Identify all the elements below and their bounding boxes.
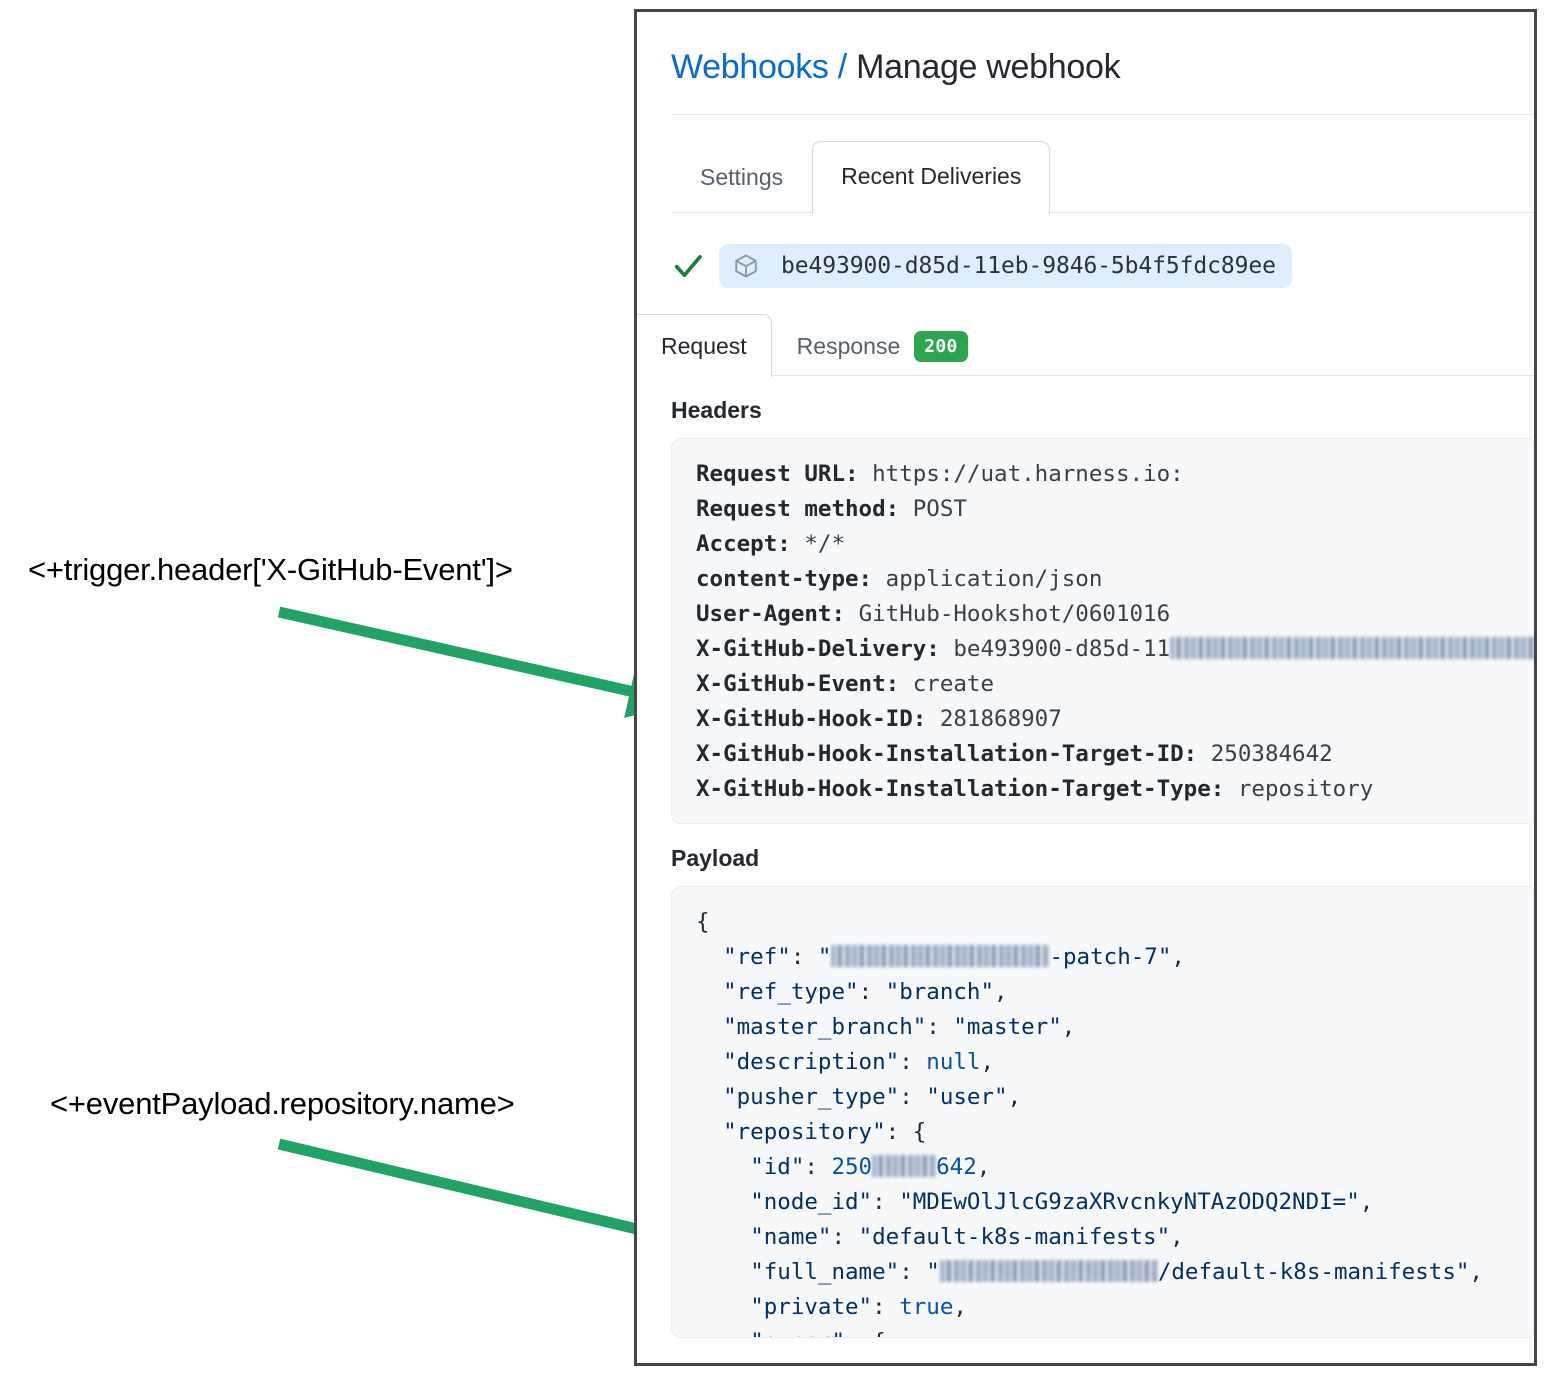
redacted-block	[939, 1260, 1158, 1282]
check-icon	[674, 254, 702, 278]
breadcrumb-current: Manage webhook	[856, 48, 1121, 86]
request-response-tabnav: Request Response 200	[637, 314, 1534, 377]
headers-label: Headers	[671, 397, 762, 423]
page-title: Webhooks / Manage webhook	[671, 12, 1534, 114]
breadcrumb-separator: /	[837, 48, 847, 86]
subtab-request[interactable]: Request	[637, 314, 772, 377]
annotation-trigger-expression: <+trigger.header['X-GitHub-Event']>	[28, 552, 513, 587]
status-badge: 200	[914, 330, 968, 362]
headers-code-block: Request URL: https://uat.harness.io: Req…	[671, 438, 1534, 824]
title-divider	[671, 114, 1534, 115]
delivery-guid-pill[interactable]: be493900-d85d-11eb-9846-5b4f5fdc89ee	[719, 244, 1292, 288]
redacted-block	[872, 1155, 937, 1177]
webhook-tabnav: Settings Recent Deliveries	[671, 141, 1534, 214]
payload-code-block: { "ref": "-patch-7", "ref_type": "branch…	[671, 886, 1534, 1338]
payload-label: Payload	[671, 845, 760, 871]
redacted-block	[1170, 637, 1534, 659]
annotation-payload-expression: <+eventPayload.repository.name>	[50, 1086, 515, 1121]
annotation-arrow-to-github-event	[277, 606, 684, 718]
breadcrumb-webhooks-link[interactable]: Webhooks	[671, 48, 829, 86]
webhook-panel: Webhooks / Manage webhook Settings Recent…	[634, 9, 1537, 1366]
redacted-block	[831, 945, 1050, 967]
delivery-guid-text: be493900-d85d-11eb-9846-5b4f5fdc89ee	[781, 253, 1276, 279]
delivery-row: be493900-d85d-11eb-9846-5b4f5fdc89ee	[671, 244, 1534, 288]
subtab-response-label: Response	[796, 332, 901, 359]
tab-recent-deliveries[interactable]: Recent Deliveries	[812, 141, 1051, 214]
tab-settings[interactable]: Settings	[700, 164, 784, 190]
subtab-response[interactable]: Response 200	[772, 314, 993, 377]
cube-icon	[735, 254, 757, 278]
